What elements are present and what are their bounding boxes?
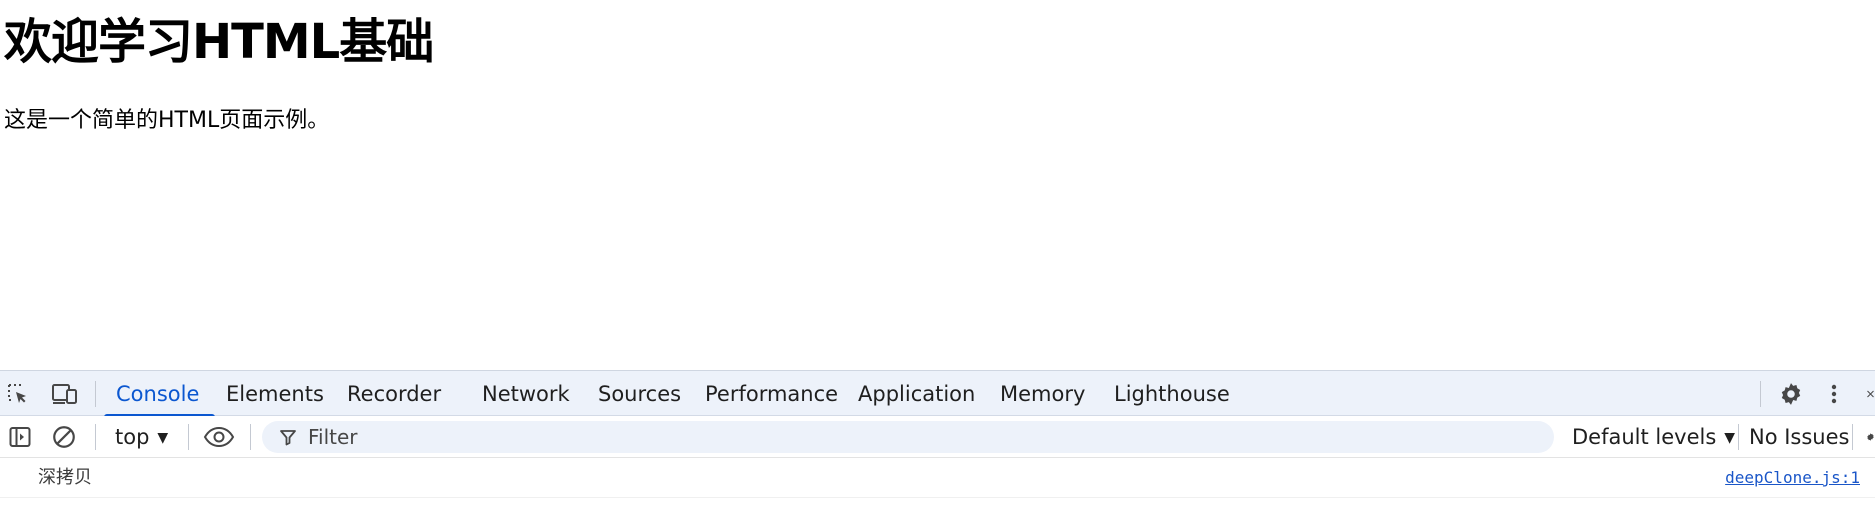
- tab-memory[interactable]: Memory: [1000, 382, 1086, 406]
- device-toolbar-icon[interactable]: [50, 380, 80, 408]
- tabbar-separator: [95, 381, 96, 407]
- more-vert-icon[interactable]: [1822, 380, 1846, 408]
- sidebar-toggle-icon[interactable]: [6, 423, 34, 451]
- tab-network[interactable]: Network: [482, 382, 570, 406]
- chevron-down-icon: ▼: [157, 430, 169, 446]
- eye-icon[interactable]: [202, 423, 236, 451]
- settings-gear-icon[interactable]: [1776, 380, 1806, 408]
- tabbar-separator-right: [1760, 381, 1761, 407]
- toolbar-separator-4: [1738, 424, 1739, 450]
- console-settings-gear-icon[interactable]: [1866, 423, 1875, 451]
- log-levels-dropdown[interactable]: Default levels ▼: [1572, 416, 1735, 458]
- tab-recorder[interactable]: Recorder: [347, 382, 442, 406]
- filter-input[interactable]: [308, 421, 1508, 453]
- tab-application[interactable]: Application: [858, 382, 976, 406]
- tab-lighthouse[interactable]: Lighthouse: [1114, 382, 1230, 406]
- toolbar-separator-5: [1852, 424, 1853, 450]
- filter-funnel-icon: [278, 427, 298, 447]
- devtools-tabbar: Console Elements Recorder Network Source…: [0, 370, 1875, 417]
- console-message-text: 深拷贝: [38, 467, 92, 488]
- context-selector-label: top: [115, 425, 150, 449]
- tab-sources[interactable]: Sources: [598, 382, 682, 406]
- inspect-element-icon[interactable]: [4, 380, 32, 408]
- console-message-row: 深拷贝 deepClone.js:1: [0, 458, 1875, 498]
- devtools-panel: Console Elements Recorder Network Source…: [0, 370, 1875, 505]
- tab-elements[interactable]: Elements: [226, 382, 324, 406]
- context-selector[interactable]: top ▼: [115, 416, 168, 458]
- page-paragraph: 这是一个简单的HTML页面示例。: [4, 108, 330, 133]
- clear-console-icon[interactable]: [50, 423, 78, 451]
- close-icon[interactable]: [1866, 380, 1875, 408]
- toolbar-separator-3: [250, 424, 251, 450]
- page-heading: 欢迎学习HTML基础: [4, 14, 434, 70]
- console-source-link[interactable]: deepClone.js:1: [1725, 468, 1860, 487]
- toolbar-separator-2: [188, 424, 189, 450]
- console-toolbar: top ▼ Default levels ▼ No Issues: [0, 416, 1875, 458]
- tab-performance[interactable]: Performance: [705, 382, 839, 406]
- tab-console[interactable]: Console: [103, 371, 216, 417]
- console-filter: [262, 421, 1554, 453]
- log-levels-label: Default levels: [1572, 425, 1717, 449]
- web-page-content: 欢迎学习HTML基础 这是一个简单的HTML页面示例。: [4, 14, 435, 133]
- toolbar-separator: [95, 424, 96, 450]
- issues-counter[interactable]: No Issues: [1749, 425, 1850, 449]
- chevron-down-icon: ▼: [1724, 430, 1736, 446]
